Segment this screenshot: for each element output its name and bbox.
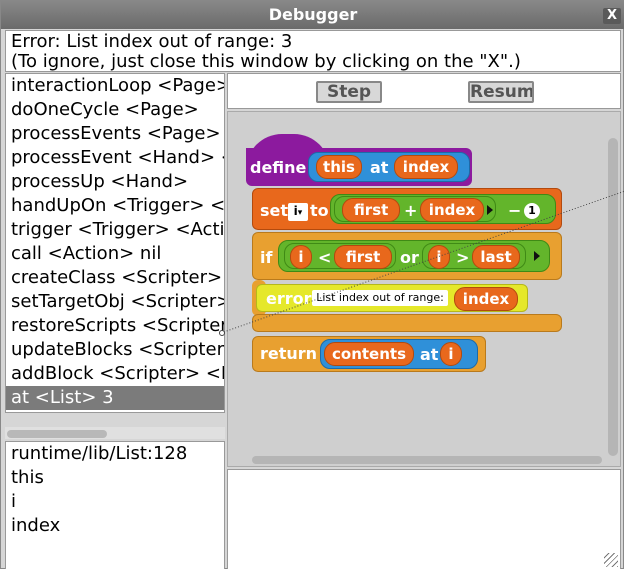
stack-frame-item[interactable]: restoreScripts <Scripter>: [11, 315, 225, 336]
title-bar[interactable]: Debugger X: [1, 1, 624, 29]
stack-frame-item[interactable]: setTargetObj <Scripter>: [11, 291, 225, 312]
at-label-return: at: [420, 345, 439, 364]
error-label: error: [266, 289, 312, 308]
stack-frame-item[interactable]: processEvents <Page>: [11, 123, 221, 144]
var-i-return[interactable]: i: [440, 342, 462, 366]
gt-label: >: [456, 248, 470, 267]
error-message: Error: List index out of range: 3 (To ig…: [5, 30, 621, 72]
variable-detail-pane[interactable]: [227, 469, 621, 569]
plus-label: +: [404, 201, 418, 220]
var-index-error[interactable]: index: [454, 287, 518, 311]
resize-handle-icon[interactable]: [604, 553, 618, 567]
stack-frame-item[interactable]: addBlock <Scripter> <Bl: [11, 363, 225, 384]
chevron-down-icon: ▾: [297, 208, 303, 218]
expand-arrow-icon[interactable]: [534, 251, 540, 261]
script-vertical-scrollbar[interactable]: [608, 138, 618, 456]
variable-item[interactable]: i: [11, 491, 17, 512]
param-this[interactable]: this: [316, 155, 362, 179]
stack-frame-item[interactable]: doOneCycle <Page>: [11, 99, 199, 120]
or-label: or: [400, 248, 419, 267]
call-stack-list[interactable]: interactionLoop <Page> doOneCycle <Page> p…: [5, 73, 225, 413]
error-line-1: Error: List index out of range: 3: [11, 31, 293, 52]
variables-list[interactable]: runtime/lib/List:128 this i index: [5, 441, 225, 569]
stack-frame-item[interactable]: processUp <Hand>: [11, 171, 189, 192]
variable-item[interactable]: runtime/lib/List:128: [11, 443, 188, 464]
to-label: to: [310, 201, 329, 220]
var-first[interactable]: first: [342, 198, 400, 222]
lt-label: <: [318, 248, 332, 267]
variable-item[interactable]: index: [11, 515, 61, 536]
stack-frame-item[interactable]: trigger <Trigger> <Action: [11, 219, 225, 240]
if-label: if: [260, 248, 273, 267]
if-block-bottom: [252, 314, 562, 332]
resume-button[interactable]: Resume: [468, 81, 534, 103]
var-i-dropdown[interactable]: i▾: [288, 203, 308, 221]
var-i-gt[interactable]: i: [428, 245, 450, 269]
var-last[interactable]: last: [472, 245, 520, 269]
variable-item[interactable]: this: [11, 467, 44, 488]
var-index[interactable]: index: [420, 198, 484, 222]
return-label: return: [260, 344, 318, 363]
close-button[interactable]: X: [603, 8, 621, 24]
step-button[interactable]: Step: [316, 81, 382, 103]
expand-arrow-icon[interactable]: [487, 205, 493, 215]
error-message-text[interactable]: List index out of range:: [312, 290, 448, 306]
script-horizontal-scrollbar[interactable]: [252, 456, 602, 464]
var-first-lt[interactable]: first: [334, 245, 392, 269]
var-i-name: i: [293, 204, 298, 218]
error-line-2: (To ignore, just close this window by cl…: [11, 51, 521, 72]
script-pane[interactable]: define this at index set i▾ to first + i…: [227, 111, 621, 467]
debugger-toolbar: Step Resume: [227, 73, 621, 109]
stack-frame-item[interactable]: createClass <Scripter> n: [11, 267, 225, 288]
connector-end-dot: [219, 330, 225, 336]
stack-horizontal-scrollbar[interactable]: [5, 427, 225, 439]
highlight-connector-line: [219, 190, 624, 336]
stack-frame-item[interactable]: call <Action> nil: [11, 243, 162, 264]
var-contents[interactable]: contents: [324, 342, 414, 366]
stack-frame-item[interactable]: updateBlocks <Scripter>: [11, 339, 225, 360]
param-index[interactable]: index: [394, 155, 458, 179]
minus-label: −: [508, 201, 522, 220]
define-label: define: [250, 158, 307, 177]
var-i-lt[interactable]: i: [290, 245, 312, 269]
stack-frame-item[interactable]: interactionLoop <Page>: [11, 75, 225, 96]
scrollbar-thumb[interactable]: [7, 430, 107, 438]
stack-frame-item[interactable]: handUpOn <Trigger> <H: [11, 195, 225, 216]
at-label: at: [370, 158, 389, 177]
stack-frame-item[interactable]: processEvent <Hand> <: [11, 147, 225, 168]
number-one[interactable]: 1: [524, 203, 540, 219]
stack-frame-item[interactable]: at <List> 3: [6, 386, 224, 410]
set-label: set: [260, 201, 289, 220]
window-title: Debugger: [268, 5, 358, 24]
